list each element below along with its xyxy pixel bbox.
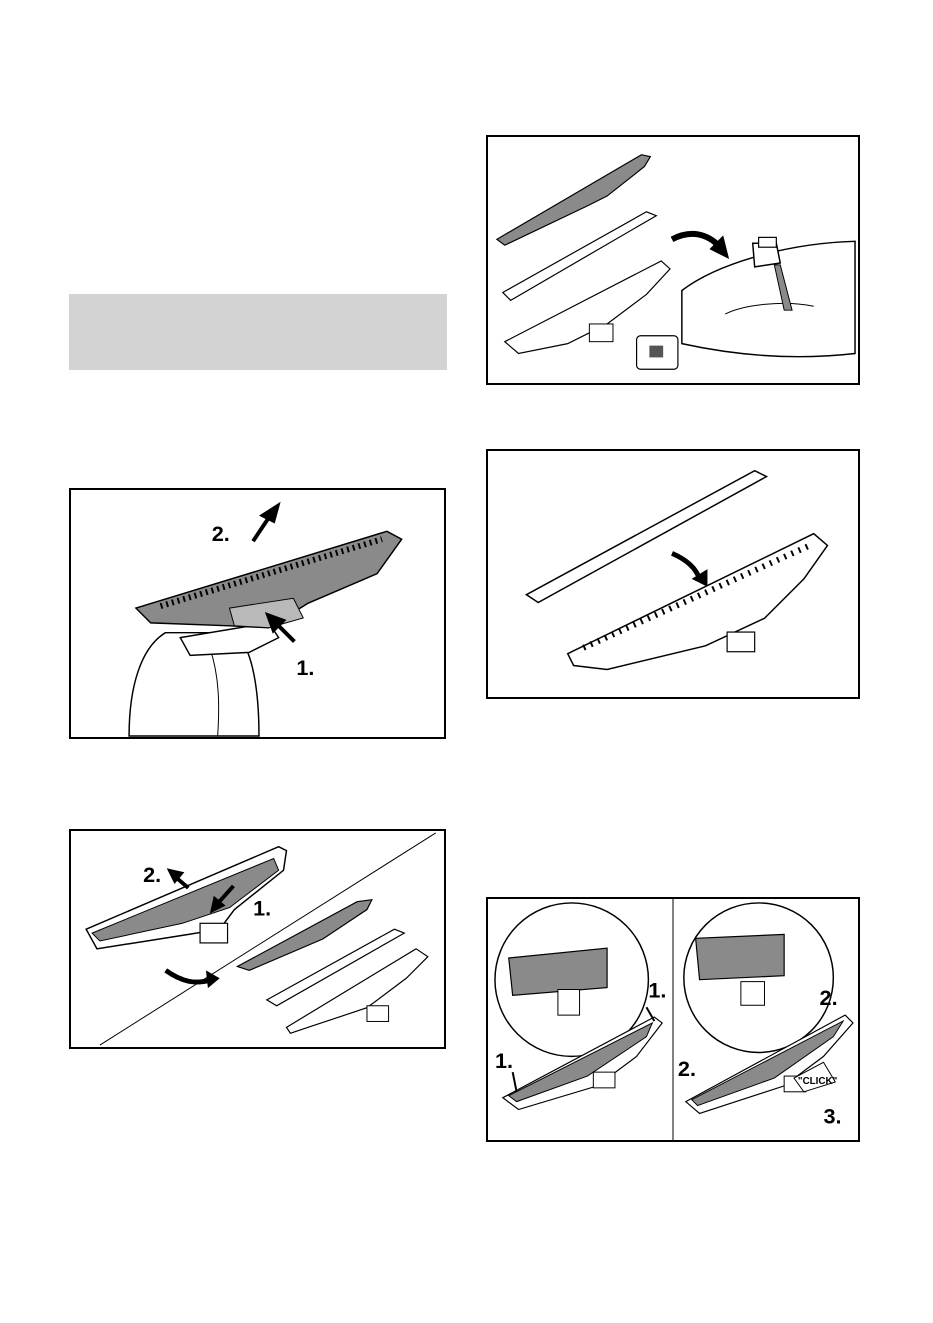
step-3-label: 3. — [824, 1103, 842, 1128]
figure-reassemble: 1. 1. "CLICK" 2. 2. 3. — [486, 897, 860, 1142]
section-header-bar — [69, 294, 447, 370]
figure-insert-strip — [486, 449, 860, 699]
reassemble-illustration: 1. 1. "CLICK" 2. 2. 3. — [488, 899, 858, 1140]
step-1-label-left: 1. — [495, 1048, 513, 1073]
step-2-label: 2. — [143, 862, 161, 887]
rinse-parts-illustration — [488, 137, 858, 383]
figure-remove-blade: 2. 1. — [69, 488, 446, 739]
step-1-label: 1. — [296, 655, 314, 680]
step-2-label-left: 2. — [678, 1056, 696, 1081]
step-1-label: 1. — [253, 895, 271, 920]
insert-strip-illustration — [488, 451, 858, 697]
click-label: "CLICK" — [798, 1076, 838, 1087]
step-2-label: 2. — [212, 521, 230, 546]
figure-detach-parts: 2. 1. — [69, 829, 446, 1049]
figure-rinse-parts — [486, 135, 860, 385]
step-1-label-right: 1. — [648, 977, 666, 1002]
detach-parts-illustration: 2. 1. — [71, 831, 444, 1047]
remove-blade-illustration: 2. 1. — [71, 490, 444, 737]
step-2-label-right: 2. — [820, 985, 838, 1010]
